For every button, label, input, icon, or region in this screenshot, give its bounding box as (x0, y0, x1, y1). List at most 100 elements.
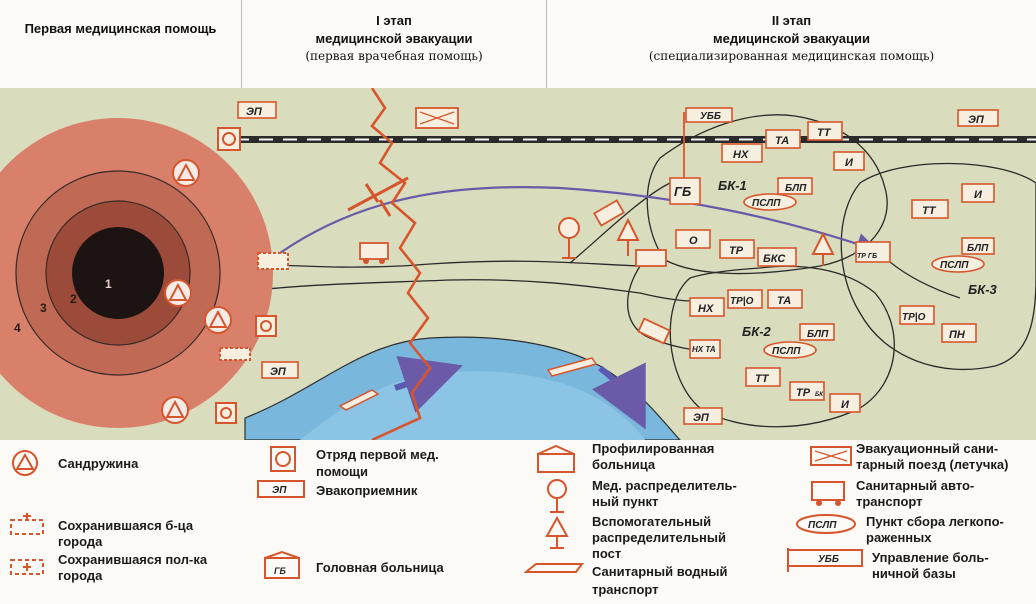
bk1-item-ta: ТА (775, 135, 789, 147)
bk1-item-blp: БЛП (785, 183, 807, 194)
bk3-item-pn: ПН (949, 329, 966, 341)
bk2-item-i: И (841, 399, 850, 411)
ambulance-legend-icon (811, 481, 845, 506)
bk2-item-bk: БК (815, 392, 824, 398)
profiled-hospital-icon (537, 444, 575, 473)
ambulance-icon-3 (635, 249, 667, 267)
first-aid-units (215, 127, 277, 424)
legend-aux-post-1: Вспомогательный (592, 514, 712, 529)
med-distribution-point (558, 217, 580, 259)
bk1-hospitals: УББ ГБ БК-1 НХ ТА ТТ И БЛП ПСЛП О ТР БКС (669, 107, 865, 267)
bk2-item-nh: НХ (698, 303, 714, 315)
legend-retained-hospital-1: Сохранившаяся б-ца (58, 518, 194, 533)
bk3-item-tro: ТР|О (902, 312, 926, 323)
bk2-item-ta: ТА (777, 295, 791, 307)
bk1-name: БК-1 (718, 178, 747, 193)
legend-aux-post-3: пост (592, 546, 622, 561)
evac-route-arrow (279, 186, 879, 255)
bk1-item-tt: ТТ (817, 127, 832, 139)
legend-water-transport-1: Санитарный водный (592, 564, 728, 579)
legend-first-aid-unit-2: помощи (316, 464, 368, 479)
water-transport-icon-2 (546, 357, 598, 377)
evacuation-map: 1 2 3 4 ЭП ЭП ЭП ЭП (0, 88, 1036, 440)
legend-aux-post-2: распределительный (592, 530, 726, 545)
legend-pslp-1: Пункт сбора легкопо- (866, 514, 1004, 529)
zone-number-2: 2 (70, 292, 77, 306)
ambulance-icon-2 (593, 199, 625, 227)
legend-evac-train-2: тарный поезд (летучка) (856, 457, 1009, 472)
bk2-name: БК-2 (742, 324, 772, 339)
bk3-item-tt: ТТ (922, 205, 937, 217)
legend-sandruzhina: Сандружина (58, 456, 139, 471)
bk2-item-tt: ТТ (755, 373, 770, 385)
zone-number-1: 1 (105, 277, 112, 291)
bk1-item-nh: НХ (733, 149, 749, 161)
header-stage-2-subtitle: (специализированная медицинская помощь) (648, 49, 935, 63)
legend-profiled-hospital-1: Профилированная (592, 441, 715, 456)
legend-profiled-hospital-2: больница (592, 457, 656, 472)
bk2-item-pslp: ПСЛП (772, 346, 801, 357)
airplane-icon (347, 176, 409, 217)
legend-med-distribution-2: ный пункт (592, 494, 659, 509)
header-stage-1-subtitle: (первая врачебная помощь) (305, 49, 483, 63)
bk3-area (840, 162, 1036, 370)
river-inner (300, 371, 645, 440)
legend-ubb-2: ничной базы (872, 566, 956, 581)
legend-retained-hospital-2: города (58, 534, 103, 549)
legend-water-transport-2: транспорт (592, 582, 659, 597)
legend-pslp-2: раженных (866, 530, 932, 545)
legend-ubb-1: Управление боль- (872, 550, 989, 565)
bk2-item-tro: ТР|О (730, 296, 754, 307)
bk3-item-blp: БЛП (967, 243, 989, 254)
legend-first-aid-unit-1: Отряд первой мед. (316, 447, 439, 462)
railroad (235, 136, 1036, 143)
bk1-item-o: О (689, 235, 698, 247)
legend-pslp-icon-label: ПСЛП (808, 520, 837, 531)
retained-hospital-marks (219, 252, 289, 361)
bk2-hospitals: НХ ТР|О ТА БК-2 НХ ТА БЛП ПСЛП ТТ ТР БК … (689, 289, 861, 413)
ambulance-icon-1 (359, 242, 389, 264)
bk3-tr-gb: ТР ГБ (857, 253, 877, 260)
ep-label-3: ЭП (968, 114, 985, 126)
first-aid-unit-icon (270, 446, 296, 472)
legend-ep-icon-label: ЭП (272, 485, 287, 496)
bk1-item-tr: ТР (729, 245, 744, 257)
legend-evac-train-1: Эвакуационный сани- (856, 441, 999, 456)
sandruzhina-icon (12, 450, 38, 476)
header-stage-1-title: I этап (376, 13, 412, 28)
evac-train-icon (415, 107, 459, 129)
zone-number-3: 3 (40, 301, 47, 315)
header-first-aid: Первая медицинская помощь (0, 0, 242, 88)
ambulance-icon-4 (637, 317, 671, 345)
bk3-name: БК-3 (968, 282, 998, 297)
bk1-item-i: И (845, 157, 854, 169)
bk1-item-pslp: ПСЛП (752, 198, 781, 209)
river-arrow-2 (592, 362, 646, 430)
legend-head-hospital: Головная больница (316, 560, 444, 575)
legend-ambulance-1: Санитарный авто- (856, 478, 975, 493)
legend-retained-polyclinic-2: города (58, 568, 103, 583)
bk1-ubb: УББ (700, 111, 721, 122)
ep-label-1: ЭП (246, 106, 263, 118)
bk3-hospitals: ТР ГБ ТТ И БЛП ПСЛП БК-3 ТР|О ПН (855, 183, 998, 343)
header-stage-2-title-2: медицинской эвакуации (712, 31, 871, 46)
header-stage-1-title-2: медицинской эвакуации (315, 31, 473, 46)
legend-ambulance-2: транспорт (856, 494, 923, 509)
aux-distribution-post-icon (545, 516, 569, 549)
bk2-small-hnta: НХ ТА (692, 345, 716, 354)
header-first-aid-title: Первая медицинская помощь (24, 21, 217, 36)
zone-number-4: 4 (14, 321, 21, 335)
damage-zones: 1 2 3 4 (0, 118, 273, 428)
bk1-gb: ГБ (674, 184, 691, 199)
pslp-legend-icon: ПСЛП (796, 514, 856, 534)
bk3-item-pslp: ПСЛП (940, 260, 969, 271)
aux-distribution-post (616, 217, 835, 266)
bk1-item-bks: БКС (763, 253, 786, 265)
ep-label-2: ЭП (270, 366, 287, 378)
head-hospital-icon: ГБ (264, 550, 300, 579)
bk3-item-i: И (974, 189, 983, 201)
header-stage-2-title: II этап (771, 13, 812, 28)
sandruzhina-marks (161, 159, 232, 424)
water-transport-icon (524, 563, 584, 573)
